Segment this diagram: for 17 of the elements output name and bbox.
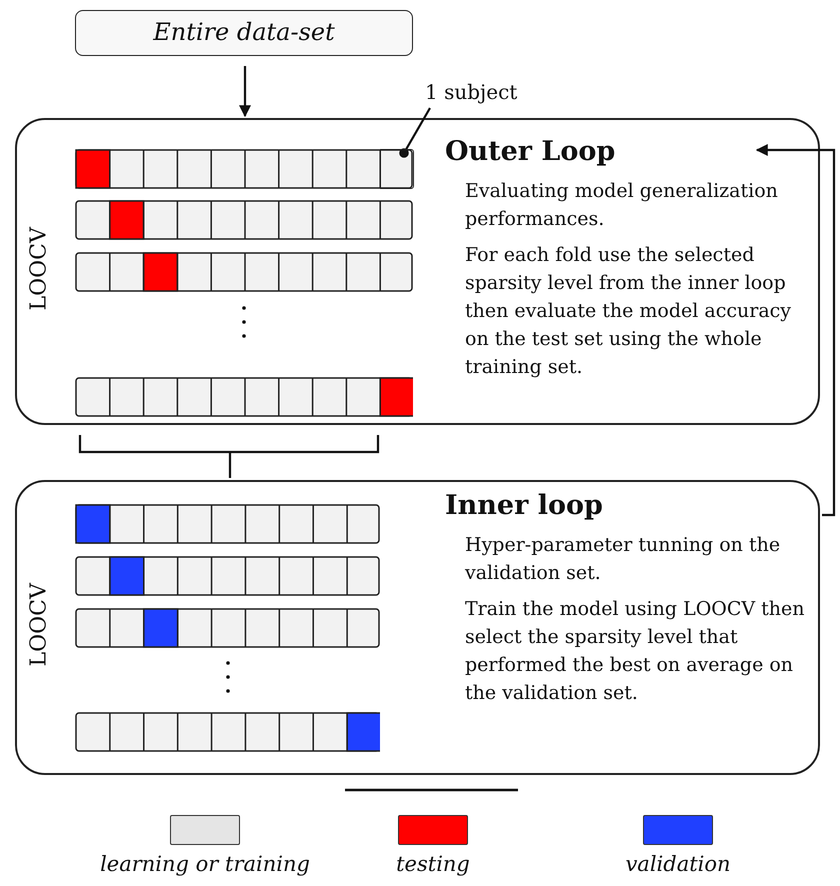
description-text: Hyper-parameter tunning on the validation set.: [465, 533, 782, 586]
subject-cell: [380, 149, 414, 189]
legend-label: learning or training: [99, 852, 311, 876]
description-text: Evaluating model generalization performances.: [465, 179, 779, 232]
description-text: For each fold use the selected sparsity level from the inner loop then evaluate the model accuracy on the test set using the whole training set.: [465, 243, 792, 380]
description-text: Train the model using LOOCV then select the sparsity level that performed the best on average on the validation set.: [465, 597, 805, 706]
outer-loop-panel: [15, 118, 820, 425]
legend-label: validation: [624, 852, 732, 876]
inner-loop-panel: [15, 480, 820, 775]
arrow: [756, 144, 836, 516]
panel-heading: Inner loop: [445, 490, 603, 521]
bracket-connector: [78, 434, 380, 480]
callout-label: 1 subject: [425, 80, 518, 104]
arrow: [239, 66, 251, 118]
start-box: Entire data-set: [75, 10, 413, 56]
panel-heading: Outer Loop: [445, 136, 616, 167]
leader-line: [399, 107, 431, 158]
